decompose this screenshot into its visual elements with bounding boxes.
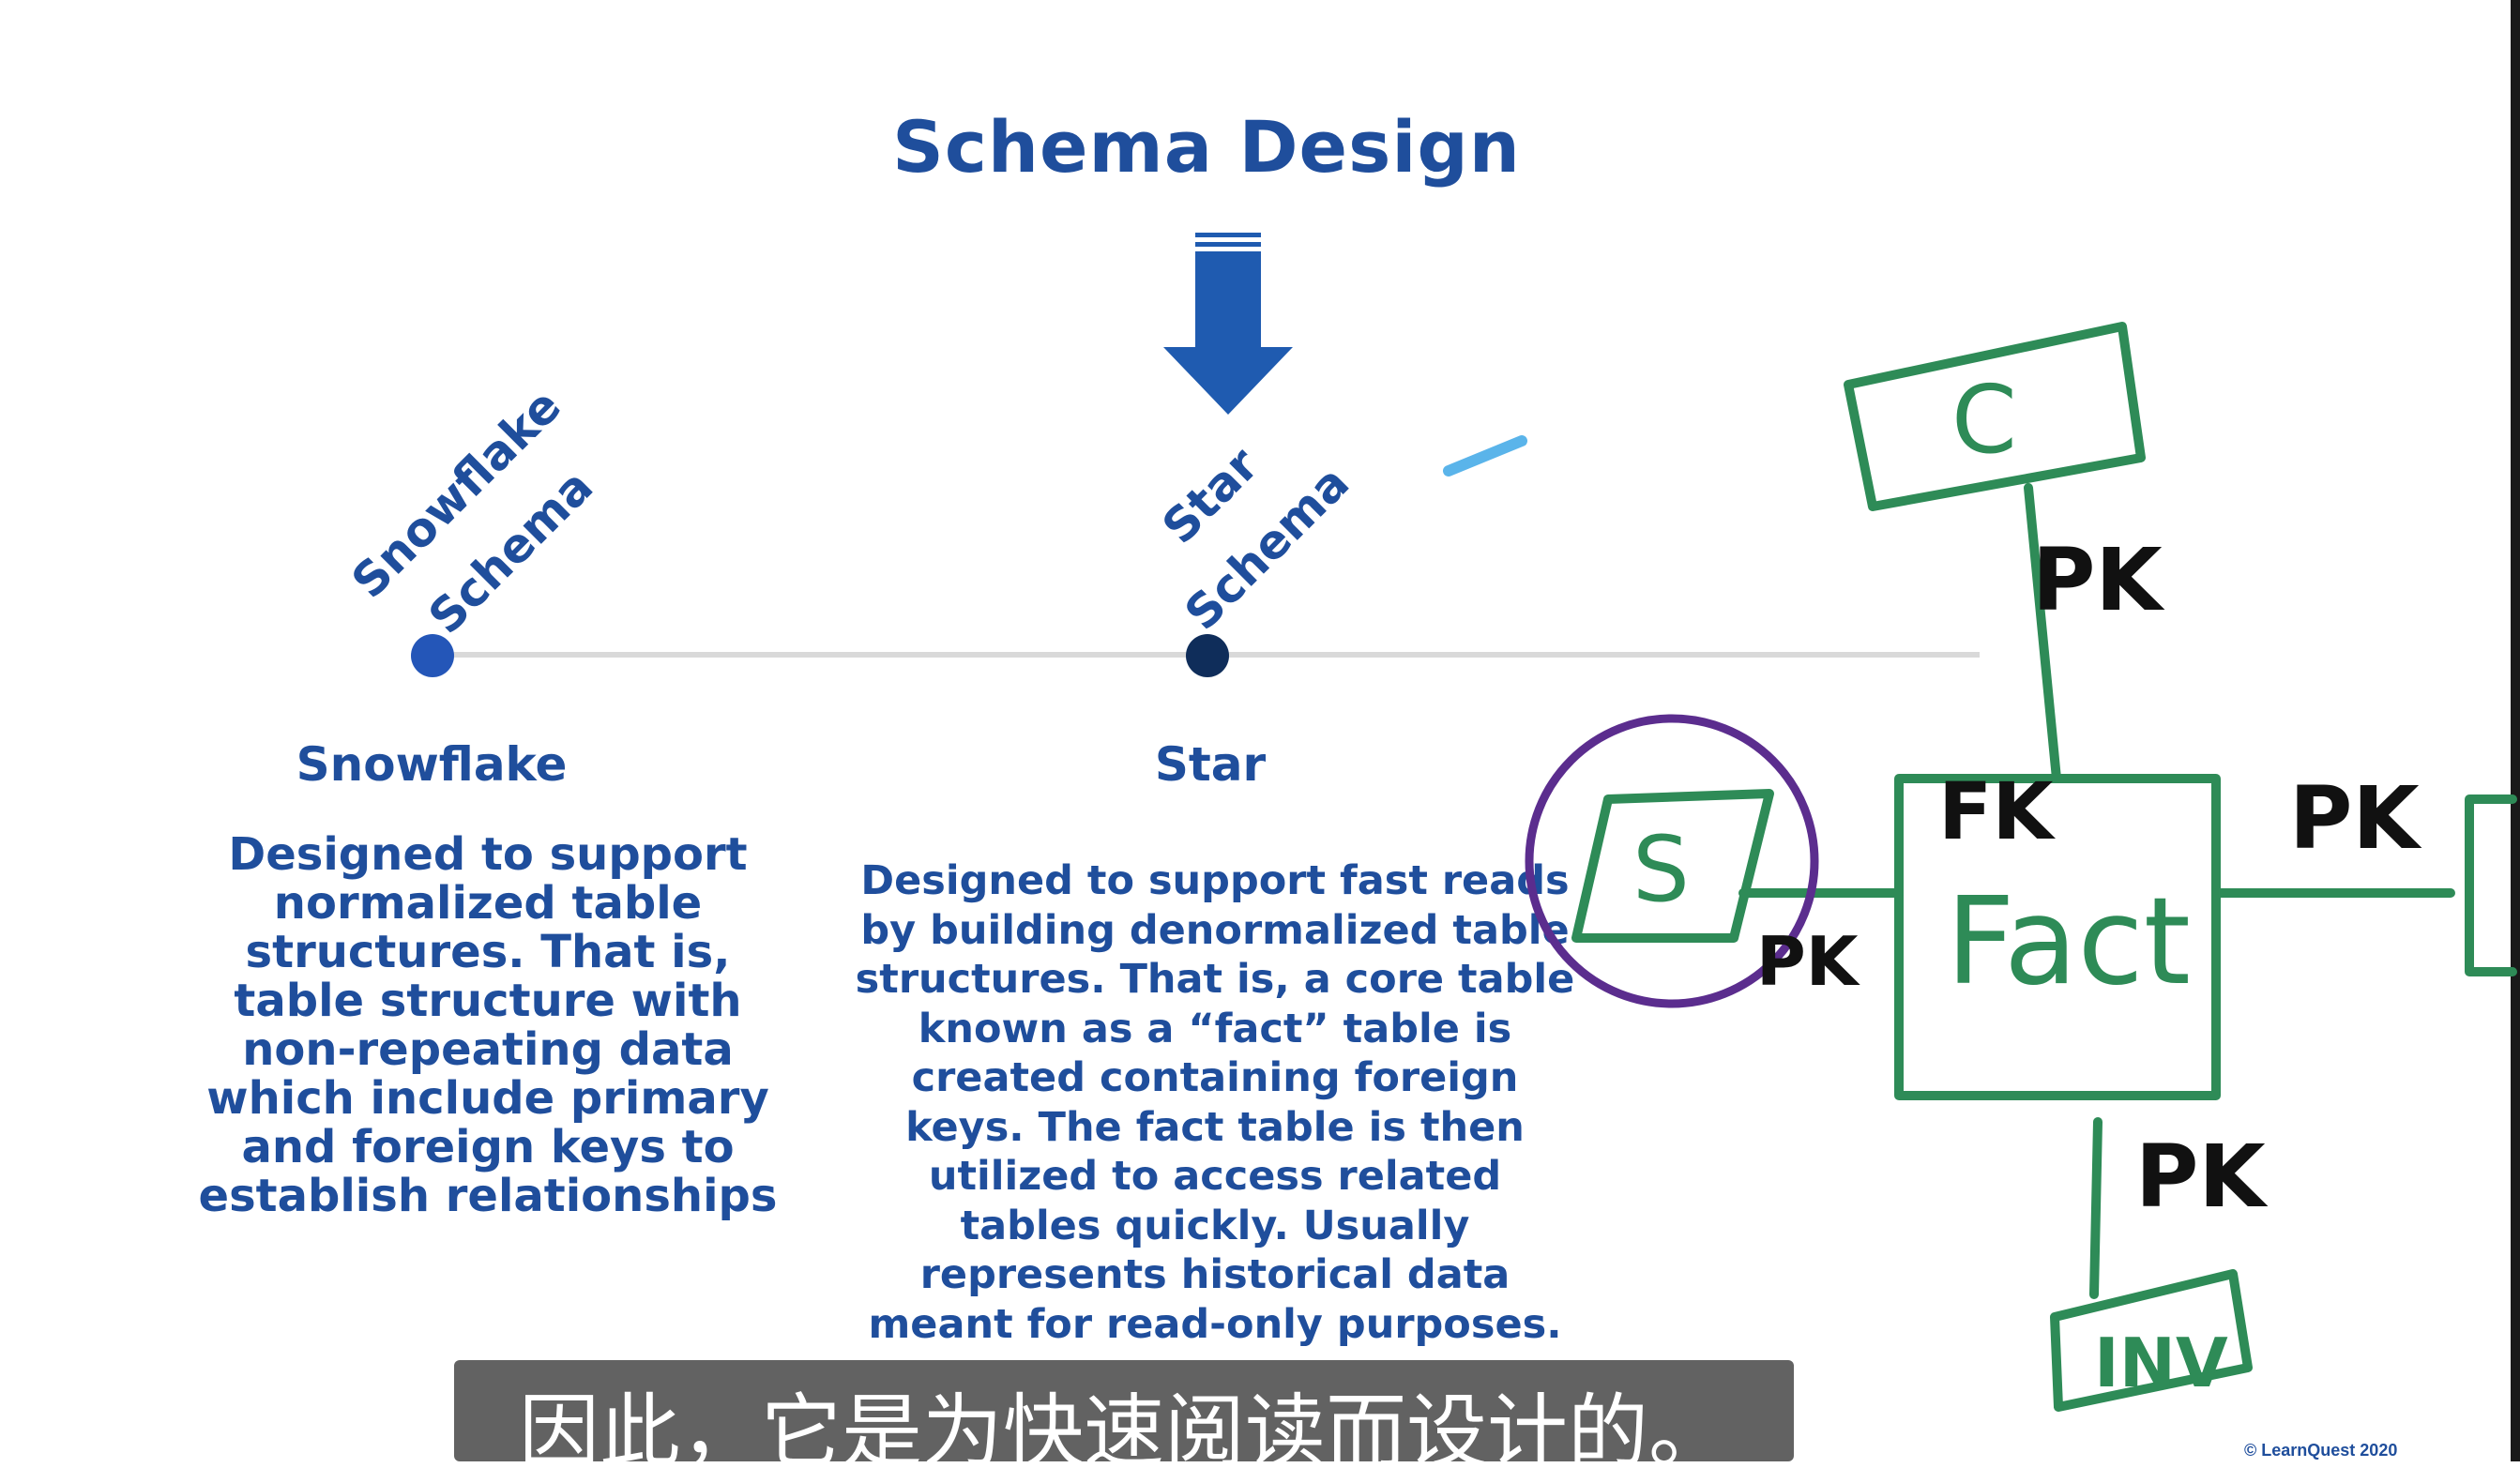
- pk-left-label: PK: [1756, 922, 1860, 1001]
- star-description: Designed to support fast reads by buildi…: [855, 857, 1575, 1348]
- star-heading: Star: [1154, 737, 1267, 792]
- right-table-box-fragment: [2465, 794, 2517, 976]
- fk-label: FK: [1938, 765, 2056, 857]
- fact-to-inv-line: [2089, 1117, 2103, 1299]
- fact-table-label: Fact: [1946, 872, 2191, 1012]
- slide-title: Schema Design: [892, 105, 1521, 189]
- cyan-pen-stroke: [1443, 435, 1527, 477]
- fact-table-box: [1894, 774, 2221, 1100]
- pk-right-label: PK: [2289, 768, 2422, 869]
- down-arrow-icon: [1163, 233, 1293, 415]
- snowflake-heading: Snowflake: [296, 737, 568, 792]
- snowflake-description: Designed to support normalized table str…: [198, 828, 778, 1222]
- pk-top-label: PK: [2032, 530, 2165, 630]
- s-table-box: [1571, 789, 1774, 943]
- pk-bottom-label: PK: [2135, 1127, 2269, 1227]
- s-table-label: S: [1632, 817, 1690, 922]
- window-edge: [2511, 0, 2520, 1461]
- inv-table-box: [2050, 1269, 2253, 1412]
- inv-table-label: INV: [2094, 1324, 2228, 1402]
- c-table-label: C: [1951, 365, 2017, 475]
- c-table-box: [1844, 322, 2146, 511]
- star-timeline-dot: [1186, 634, 1229, 677]
- s-highlight-circle: [1525, 714, 1819, 1008]
- snowflake-timeline-dot: [411, 634, 454, 677]
- c-to-fact-line: [2024, 483, 2061, 783]
- copyright-notice: © LearnQuest 2020: [2244, 1441, 2398, 1460]
- subtitle-caption-box: 因此，它是为快速阅读而设计的。: [454, 1360, 1794, 1479]
- subtitle-caption-text: 因此，它是为快速阅读而设计的。: [519, 1385, 1729, 1479]
